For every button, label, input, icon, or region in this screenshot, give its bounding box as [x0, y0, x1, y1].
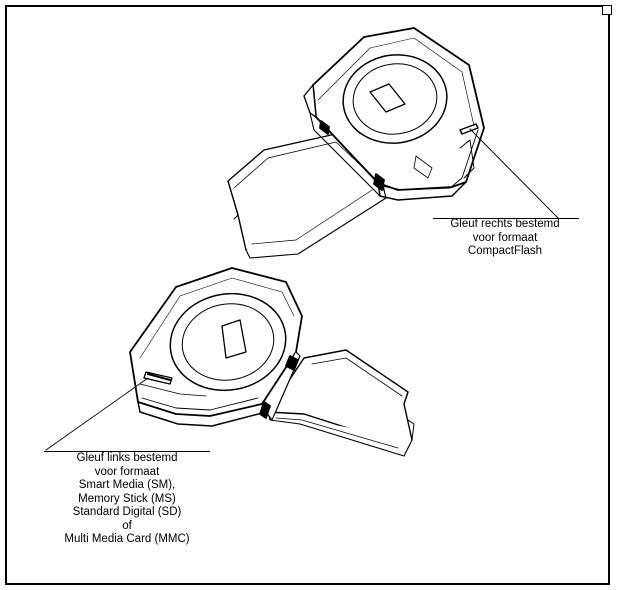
label-line: Memory Stick (MS): [78, 492, 176, 505]
leader-line-right: [469, 128, 559, 219]
leader-line-left: [45, 377, 149, 451]
label-line: voor formaat: [472, 231, 538, 244]
paper-tray-top: [227, 132, 387, 259]
corner-box: [602, 5, 612, 15]
label-line: Gleuf rechts bestemd: [450, 218, 560, 230]
label-line: Multi Media Card (MMC): [64, 533, 190, 545]
left-slot-label: Gleuf links bestemd voor formaat Smart M…: [32, 452, 222, 547]
label-line: of: [122, 519, 132, 532]
printer-body-top: [303, 27, 485, 201]
right-slot-label: Gleuf rechts bestemd voor formaat Compac…: [425, 218, 585, 259]
label-underline-right: [433, 218, 579, 219]
printer-top: [227, 27, 559, 259]
label-line: CompactFlash: [467, 245, 543, 257]
label-line: Smart Media (SM),: [78, 479, 176, 491]
printer-bottom: [45, 267, 415, 457]
label-underline-left: [44, 451, 210, 452]
label-line: Gleuf links bestemd: [76, 452, 178, 464]
printer-body-bottom: [129, 267, 303, 427]
label-line: Standard Digital (SD): [72, 506, 182, 518]
label-line: voor formaat: [94, 465, 160, 478]
